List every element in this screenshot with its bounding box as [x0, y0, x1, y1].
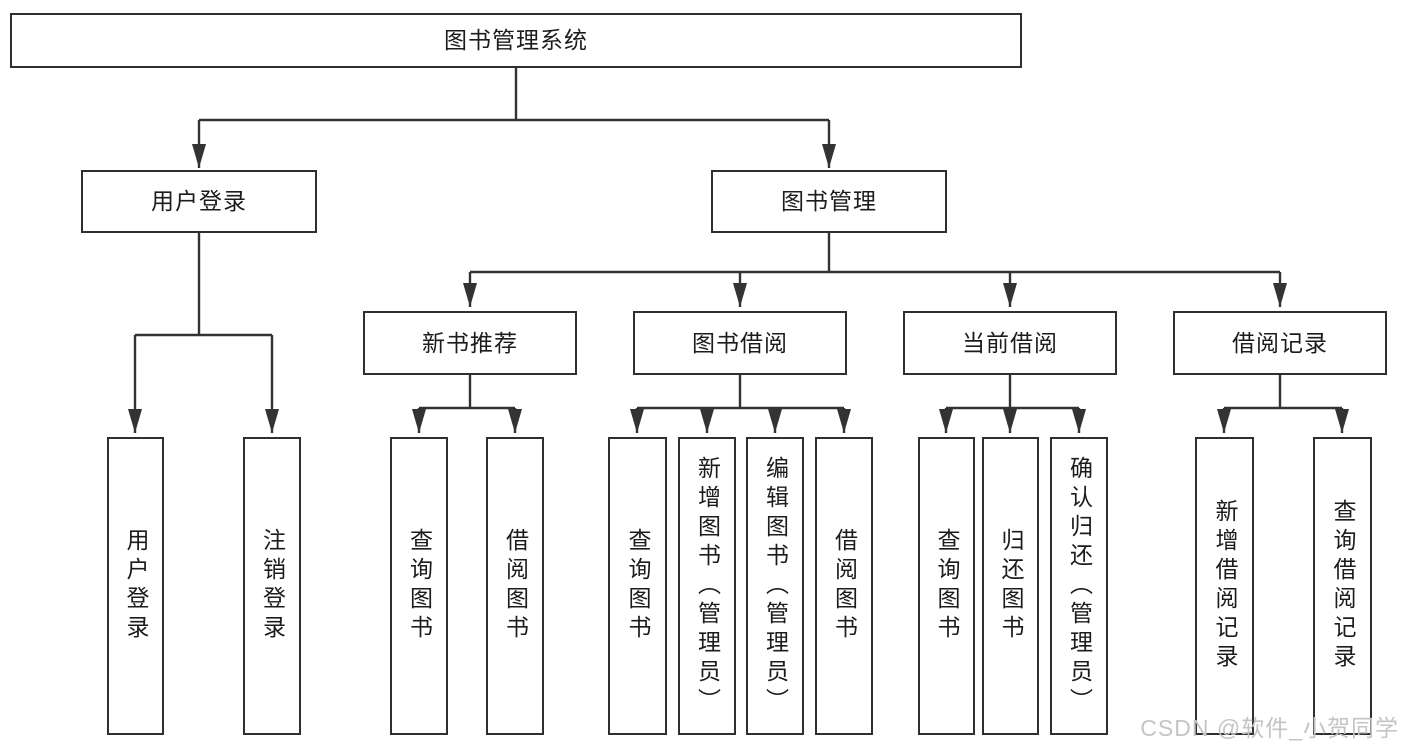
- node-user-login: 用户登录: [81, 170, 317, 233]
- leaf-query-books-borrow: 查询图书: [608, 437, 667, 735]
- leaf-borrow-books: 借阅图书: [815, 437, 873, 735]
- node-new-book-recommend: 新书推荐: [363, 311, 577, 375]
- leaf-query-borrow-record: 查询借阅记录: [1313, 437, 1372, 735]
- node-current-borrow: 当前借阅: [903, 311, 1117, 375]
- leaf-confirm-return-admin: 确认归还（管理员）: [1050, 437, 1108, 735]
- leaf-edit-book-admin: 编辑图书（管理员）: [746, 437, 804, 735]
- node-book-management: 图书管理: [711, 170, 947, 233]
- node-library-management-system: 图书管理系统: [10, 13, 1022, 68]
- node-book-borrow: 图书借阅: [633, 311, 847, 375]
- leaf-logout: 注销登录: [243, 437, 301, 735]
- leaf-add-book-admin: 新增图书（管理员）: [678, 437, 736, 735]
- leaf-query-books-current: 查询图书: [918, 437, 975, 735]
- leaf-return-book: 归还图书: [982, 437, 1039, 735]
- leaf-query-books-recommend: 查询图书: [390, 437, 448, 735]
- leaf-borrow-books-recommend: 借阅图书: [486, 437, 544, 735]
- node-borrow-records: 借阅记录: [1173, 311, 1387, 375]
- leaf-user-login: 用户登录: [107, 437, 164, 735]
- leaf-add-borrow-record: 新增借阅记录: [1195, 437, 1254, 735]
